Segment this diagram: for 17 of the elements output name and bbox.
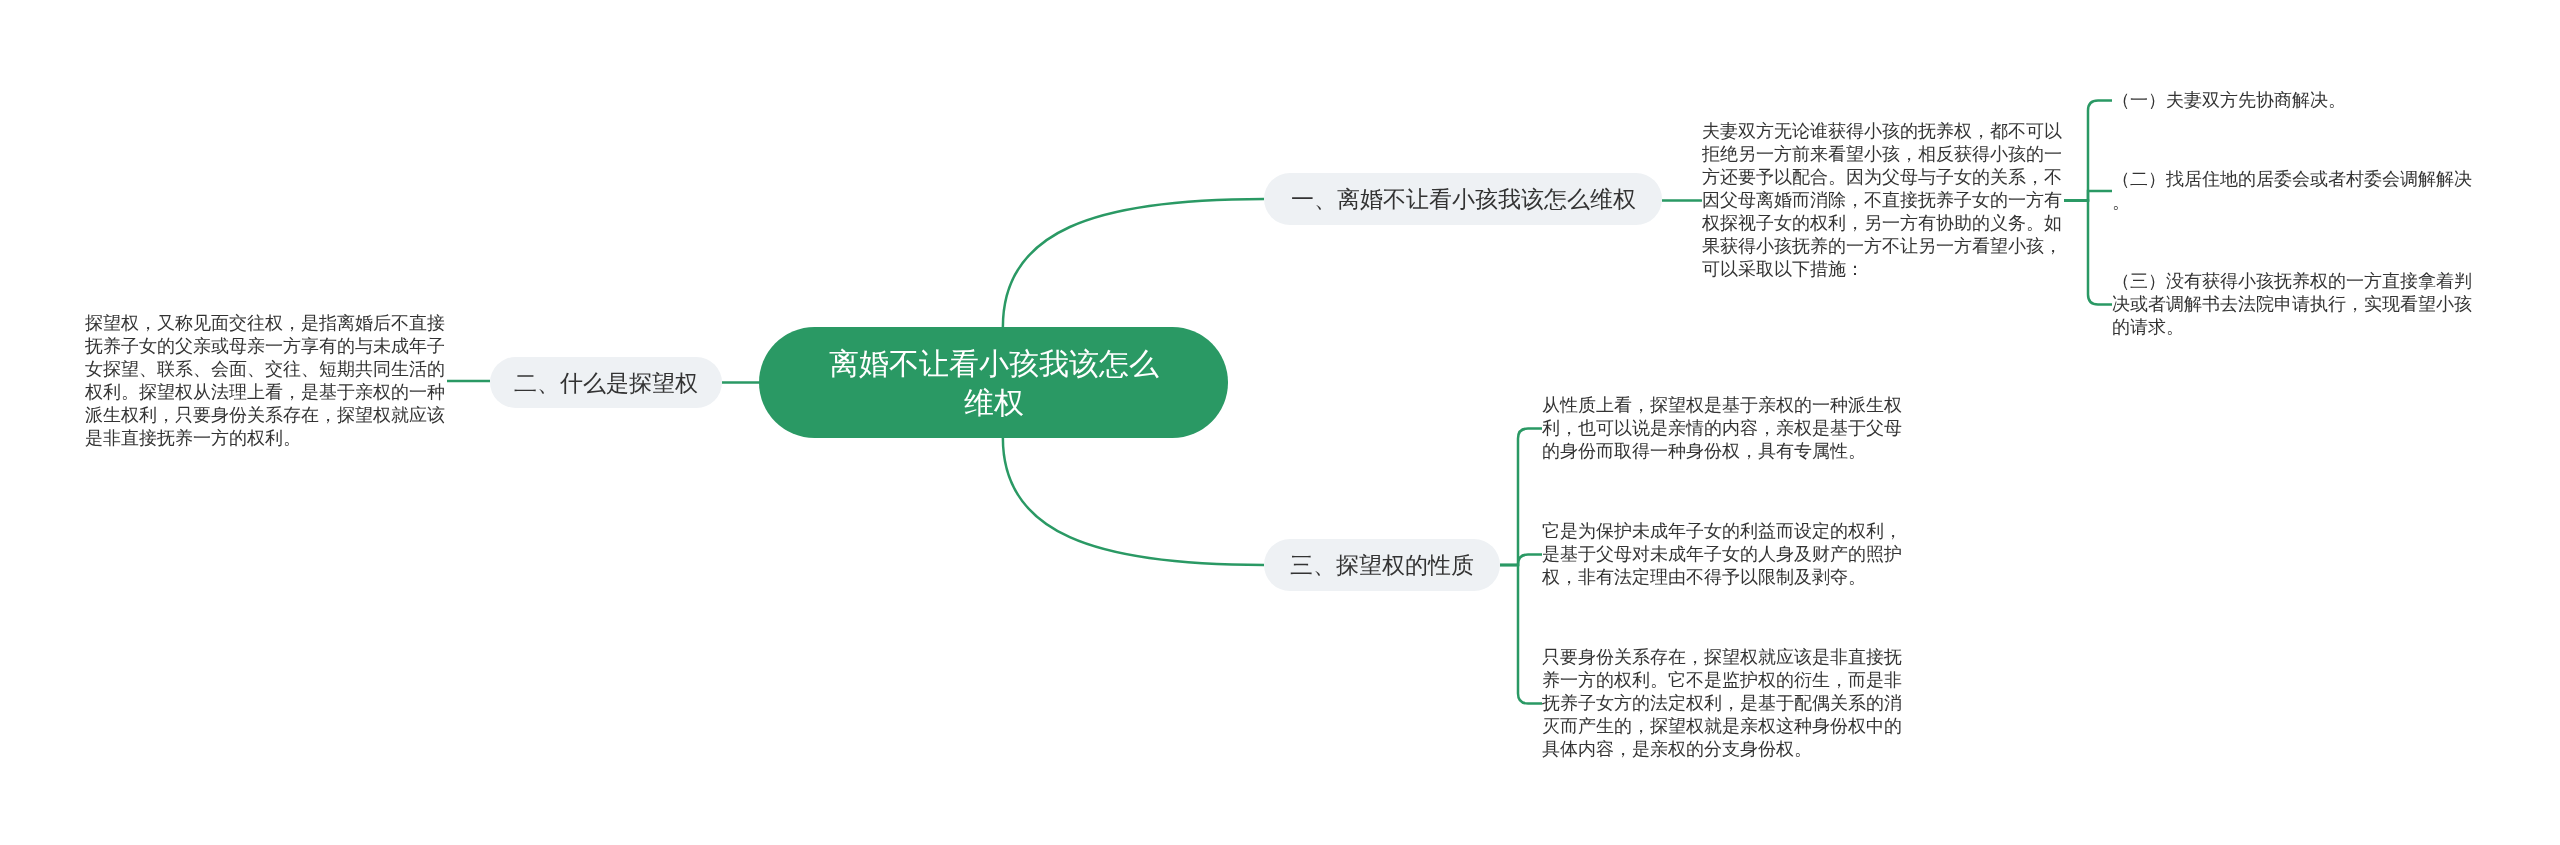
topic-pill: 二、什么是探望权 xyxy=(490,357,722,408)
connector xyxy=(722,381,759,384)
connector xyxy=(1001,437,1265,567)
note-text: （二）找居住地的居委会或者村委会调解解决。 xyxy=(2112,168,2474,214)
note-text: （三）没有获得小孩抚养权的一方直接拿着判决或者调解书去法院申请执行，实现看望小孩的请求。 xyxy=(2112,270,2474,339)
connector xyxy=(1662,199,1702,202)
note-text: （一）夫妻双方先协商解决。 xyxy=(2112,89,2474,112)
central-topic: 离婚不让看小孩我该怎么维权 xyxy=(759,327,1228,438)
note-text: 只要身份关系存在，探望权就应该是非直接抚养一方的权利。它不是监护权的衍生，而是非抚养子女方的法定权利，是基于配偶关系的消灭而产生的，探望权就是亲权这种身份权中的具体内容，是亲权的分支身份权。 xyxy=(1542,646,1904,761)
connector xyxy=(447,379,490,383)
note-text: 夫妻双方无论谁获得小孩的抚养权，都不可以拒绝另一方前来看望小孩，相反获得小孩的一方还要予以配合。因为父母与子女的关系，不因父母离婚而消除，不直接抚养子女的一方有权探视子女的权利，另一方有协助的义务。如果获得小孩抚养的一方不让另一方看望小孩，可以采取以下措施： xyxy=(1702,120,2064,281)
connector xyxy=(1001,197,1265,328)
note-text: 从性质上看，探望权是基于亲权的一种派生权利，也可以说是亲情的内容，亲权是基于父母的身份而取得一种身份权，具有专属性。 xyxy=(1542,394,1904,463)
note-text: 它是为保护未成年子女的利益而设定的权利，是基于父母对未成年子女的人身及财产的照护权，非有法定理由不得予以限制及剥夺。 xyxy=(1542,520,1904,589)
note-text: 探望权，又称见面交往权，是指离婚后不直接抚养子女的父亲或母亲一方享有的与未成年子女探望、联系、会面、交往、短期共同生活的权利。探望权从法理上看，是基于亲权的一种派生权利，只要身份关系存在，探望权就应该是非直接抚养一方的权利。 xyxy=(85,312,447,450)
topic-pill: 三、探望权的性质 xyxy=(1264,539,1500,591)
topic-pill: 一、离婚不让看小孩我该怎么维权 xyxy=(1264,173,1662,225)
